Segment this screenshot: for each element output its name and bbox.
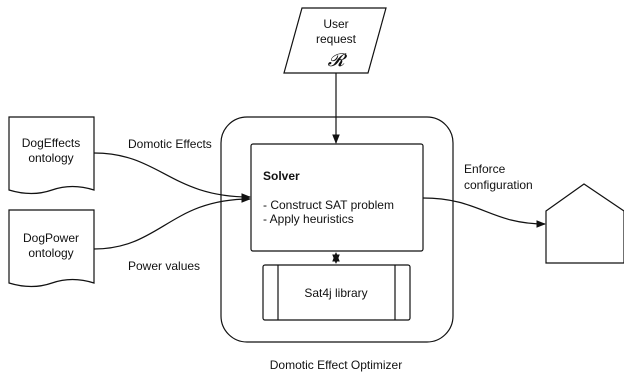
user-request-symbol: 𝓡	[328, 50, 348, 71]
user-request-node	[283, 7, 387, 74]
solver-to-house-arrow	[422, 197, 546, 228]
dogpower-line1: DogPower	[23, 231, 79, 245]
sat4j-library-label: Sat4j library	[304, 286, 367, 300]
solver-item-heuristics: - Apply heuristics	[263, 212, 354, 226]
power-values-label: Power values	[128, 259, 200, 273]
user-request-line2: request	[316, 32, 357, 46]
sat4j-library-box	[262, 264, 411, 321]
dogpower-to-solver-arrow	[93, 195, 251, 250]
dogeffects-line1: DogEffects	[22, 136, 80, 150]
dogpower-line2: ontology	[28, 246, 73, 260]
solver-title: Solver	[263, 169, 300, 183]
enforce-label-line1: Enforce	[464, 162, 506, 176]
dogeffects-line2: ontology	[28, 151, 73, 165]
dogeffects-to-solver-arrow	[93, 152, 251, 201]
domotic-effects-label: Domotic Effects	[128, 137, 212, 151]
user-request-line1: User	[323, 17, 348, 31]
dogeffects-ontology-node	[8, 116, 95, 195]
optimizer-label: Domotic Effect Optimizer	[270, 358, 402, 372]
dogpower-ontology-node	[8, 209, 95, 288]
solver-item-construct: - Construct SAT problem	[263, 198, 394, 212]
enforce-label-line2: configuration	[464, 178, 533, 192]
house-node	[545, 183, 624, 264]
